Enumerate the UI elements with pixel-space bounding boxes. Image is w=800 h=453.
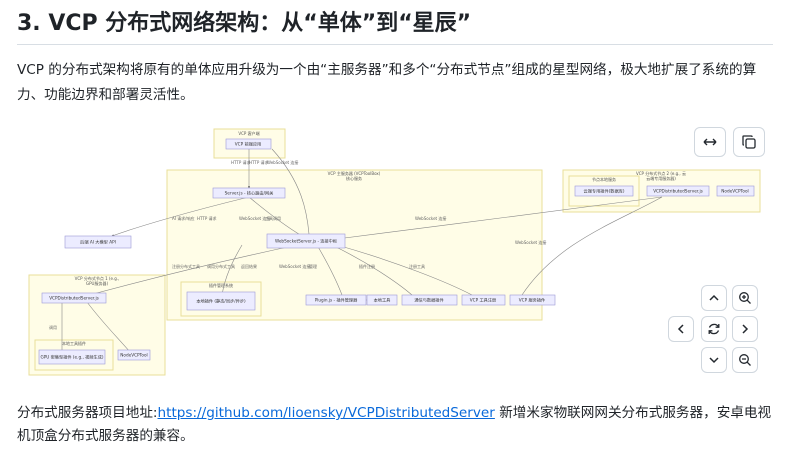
chevron-right-icon [742,324,749,334]
group-node1-sublabel: GPU服务器) [86,280,108,286]
edge-label-15: 注册工具 [409,263,425,269]
edge-label-4: AI 请求/响应 [172,215,195,221]
node-tool-3[interactable]: VCP 工具注册 [461,294,506,306]
node-server[interactable]: Server.js - 核心路由/网关 [212,187,286,199]
node-gpu[interactable]: GPU 密集型插件 (e.g., 视频生成) [38,349,106,365]
edge-label-12: WebSocket 连接 [279,263,310,269]
arrows-horizontal-icon [703,138,717,146]
group-main-label: VCP 主服务器 (VCPToolBox) [328,170,381,176]
node-plugin-manager-label: Plugin.js - 插件管理器 [315,297,358,304]
edge-client-ws [271,148,310,235]
reset-view-button[interactable] [701,316,727,342]
zoom-out-icon [739,354,751,366]
edge-label-7: 工具调用 [265,215,281,221]
pan-right-button[interactable] [732,316,758,342]
edge-pm-plugins [221,244,243,296]
expand-button[interactable] [694,127,726,157]
node-dist1[interactable]: VCPDistributedServer.js [41,292,107,304]
architecture-diagram[interactable]: VCP 客户端 VCP 主服务器 (VCPToolBox) 核心服务 VCP 分… [17,112,783,386]
node-node1-tool[interactable]: NodeVCPTool [117,349,151,361]
node-tool-1[interactable]: 本地工具 [366,294,398,306]
edge-ws-dist1 [81,244,298,298]
group-node2-sublabel: 云端专用服务器) [646,175,676,181]
edge-ws-t2 [331,244,413,296]
edge-label-2: HTTP 请求 [249,159,269,165]
edge-ws-t3 [336,244,473,296]
node-api[interactable]: 后端 AI 大模型 API [64,235,132,249]
node-dist2[interactable]: VCPDistributedServer.js [646,185,710,197]
footer-paragraph: 分布式服务器项目地址:https://github.com/lioensky/V… [17,402,781,448]
pan-left-button[interactable] [668,316,694,342]
edge-ws-pm [316,244,343,296]
edge-label-14: 插件注册 [359,263,375,269]
intro-paragraph: VCP 的分布式架构将原有的单体应用升级为一个由“主服务器”和多个“分布式节点”… [17,62,757,103]
node-client[interactable]: VCP 前端应用 [225,138,272,150]
edge-server-ws [248,196,303,237]
node-client-label: VCP 前端应用 [235,141,261,148]
group-node2-inner-label: 节点本地服务 [592,176,616,182]
node-node2-plugin[interactable]: 云端专用插件(数据库) [574,185,634,197]
node-server-label: Server.js - 核心路由/网关 [225,190,274,197]
node-dist1-label: VCPDistributedServer.js [49,296,99,301]
pan-up-button[interactable] [701,285,727,311]
group-node1-label: VCP 分布式节点 1 (e.g., [75,275,120,281]
chevron-up-icon [709,294,719,301]
chevron-down-icon [709,357,719,364]
node-node2-plugin-label: 云端专用插件(数据库) [584,188,625,195]
node-tool-2[interactable]: 通信与数据插件 [401,294,458,306]
edge-label-11: 返回结果 [241,263,257,269]
node-plugins[interactable]: 本地插件 (静态/同步/异步) [186,291,256,311]
node-api-label: 后端 AI 大模型 API [80,239,116,246]
edge-label-8: WebSocket 连接 [415,215,446,221]
node-tool-4-label: VCP 服务插件 [519,297,545,304]
node-node1-tool-label: NodeVCPTool [120,353,147,358]
group-client-label: VCP 客户端 [238,130,259,136]
footer-rest: 新增米家物联网网关分布式服务器，安卓电视机顶盒分布式服务器的兼容。 [17,405,772,444]
edge-server-api [111,196,250,237]
node-gpu-label: GPU 密集型插件 (e.g., 视频生成) [40,354,103,361]
node-tool-3-label: VCP 工具注册 [470,297,496,304]
node-ws[interactable]: WebSocketServer.js - 连接中枢 [266,233,346,249]
group-main-sublabel: 核心服务 [346,175,362,181]
edge-label-16: 调用 [49,324,57,330]
chevron-left-icon [677,324,684,334]
section-heading: 3. VCP 分布式网络架构：从“单体”到“星辰” [17,10,773,45]
refresh-icon [708,323,720,335]
edge-label-17: WebSocket 连接 [515,239,546,245]
zoom-in-icon [739,292,751,304]
heading-prefix: 3. VCP [17,11,106,36]
node-tool-2-label: 通信与数据插件 [414,297,443,304]
edge-label-6: WebSocket 连接 [239,215,270,221]
node-node2-tool[interactable]: NodeVCPTool [716,185,755,197]
node-tool-4[interactable]: VCP 服务插件 [509,294,556,306]
edge-ws-node2 [328,196,663,241]
node-plugins-label: 本地插件 (静态/同步/异步) [196,298,246,305]
node-node2-tool-label: NodeVCPTool [721,189,748,194]
zoom-out-button[interactable] [732,347,758,373]
edge-label-5: HTTP 请求 [197,215,217,221]
edge-label-3: WebSocket 连接 [267,159,298,165]
node-ws-label: WebSocketServer.js - 连接中枢 [275,238,338,245]
repo-link[interactable]: https://github.com/lioensky/VCPDistribut… [157,405,495,421]
node-dist2-label: VCPDistributedServer.js [653,189,703,194]
group-node1-inner-label: 本地工具插件 [62,340,86,346]
diagram-svg: VCP 客户端 VCP 主服务器 (VCPToolBox) 核心服务 VCP 分… [28,128,761,376]
group-plugin-system-label: 插件管理系统 [209,282,233,288]
node-plugin-manager[interactable]: Plugin.js - 插件管理器 [305,294,367,306]
copy-button[interactable] [733,127,765,157]
edge-label-13: 管理 [309,263,317,269]
edge-label-9: 注册分布式工具 [172,263,200,269]
zoom-in-button[interactable] [732,285,758,311]
footer-label: 分布式服务器项目地址: [17,405,158,421]
node-tool-1-label: 本地工具 [374,297,392,304]
edge-dist1-tool [86,301,131,353]
pan-down-button[interactable] [701,347,727,373]
edge-label-1: HTTP 请求 [231,159,251,165]
edge-dist2-ws [521,196,663,296]
group-node2-label: VCP 分布式节点 2 (e.g., 云 [636,170,686,176]
edge-label-10: 调用分布式工具 [207,263,235,269]
heading-title: 分布式网络架构：从“单体”到“星辰” [105,11,472,36]
copy-icon [742,135,756,149]
